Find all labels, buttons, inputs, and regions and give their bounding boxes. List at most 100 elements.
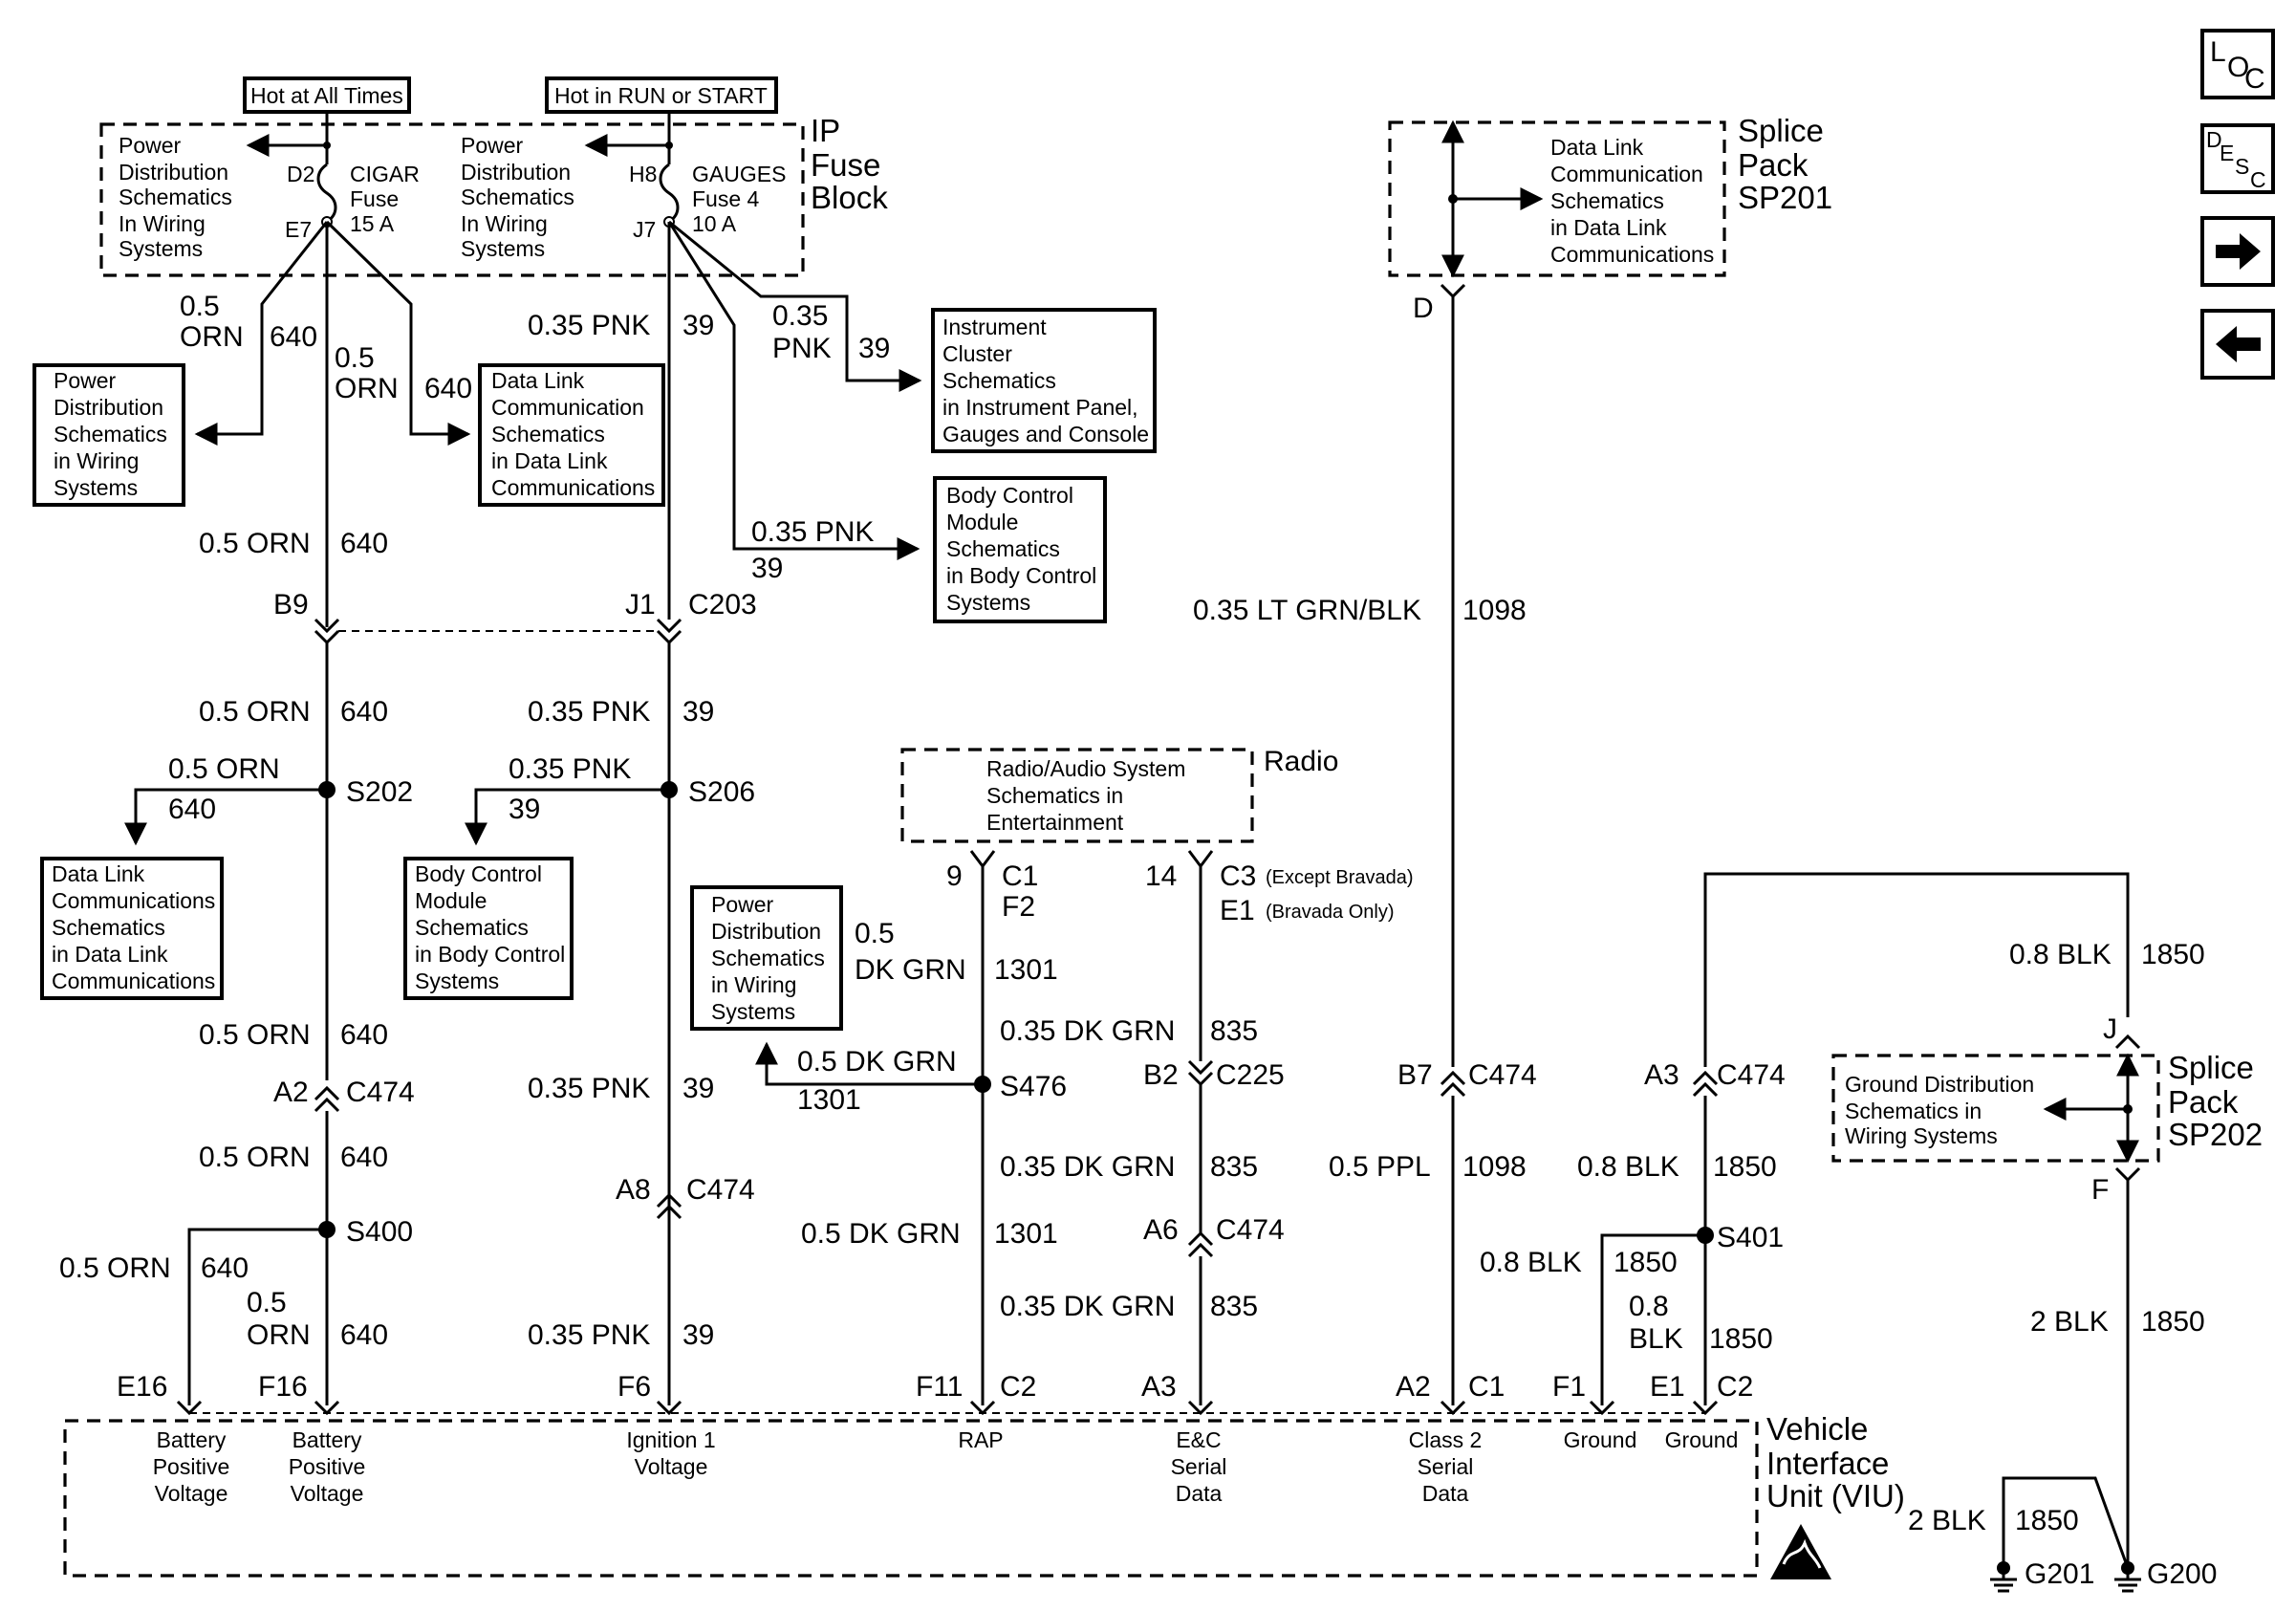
svg-text:39: 39 xyxy=(509,794,540,825)
svg-text:0.5: 0.5 xyxy=(247,1287,287,1318)
svg-text:640: 640 xyxy=(340,528,388,559)
svg-text:0.5 ORN: 0.5 ORN xyxy=(199,1019,311,1051)
svg-text:in Data Link: in Data Link xyxy=(1550,215,1667,240)
svg-text:Interface: Interface xyxy=(1766,1446,1889,1481)
connector-a8: A8 xyxy=(616,1174,651,1206)
radio-title: Radio xyxy=(1264,746,1338,777)
connector-b7: B7 xyxy=(1397,1059,1433,1091)
svg-text:E&C: E&C xyxy=(1176,1427,1221,1452)
viu-pin-f6: F6 xyxy=(617,1371,651,1403)
vehicle-interface-unit xyxy=(63,1419,1759,1578)
connector-a2: A2 xyxy=(273,1077,309,1108)
data-link-reference-box[interactable] xyxy=(478,363,665,507)
svg-text:BLK: BLK xyxy=(1629,1323,1683,1355)
svg-text:0.5: 0.5 xyxy=(180,291,220,322)
wire-1850-loop xyxy=(1703,872,2130,1067)
svg-text:Voltage: Voltage xyxy=(635,1454,708,1479)
svg-text:0.5 DK GRN: 0.5 DK GRN xyxy=(797,1046,957,1078)
svg-text:H8: H8 xyxy=(629,162,657,186)
svg-text:0.35 DK GRN: 0.35 DK GRN xyxy=(1000,1291,1175,1322)
hot-in-run-start-label: Hot in RUN or START xyxy=(554,83,768,108)
svg-text:640: 640 xyxy=(168,794,216,825)
svg-text:Schematics: Schematics xyxy=(942,368,1056,393)
instrument-cluster-reference-box[interactable] xyxy=(931,308,1157,453)
svg-text:640: 640 xyxy=(340,1319,388,1351)
svg-text:ORN: ORN xyxy=(247,1319,311,1351)
svg-text:Vehicle: Vehicle xyxy=(1766,1411,1868,1447)
svg-text:39: 39 xyxy=(682,696,714,728)
svg-text:S400: S400 xyxy=(346,1216,413,1248)
svg-text:1301: 1301 xyxy=(994,954,1058,986)
svg-text:Communications: Communications xyxy=(52,888,215,913)
svg-text:Schematics: Schematics xyxy=(461,185,574,209)
data-link-s202-reference-box[interactable] xyxy=(40,857,224,1000)
svg-text:Ignition 1: Ignition 1 xyxy=(626,1427,715,1452)
svg-text:0.35 PNK: 0.35 PNK xyxy=(528,1073,650,1104)
svg-text:Wiring Systems: Wiring Systems xyxy=(1845,1123,1998,1148)
svg-text:in Data Link: in Data Link xyxy=(491,448,608,473)
svg-text:Communications: Communications xyxy=(491,475,655,500)
svg-text:F2: F2 xyxy=(1002,891,1035,923)
svg-text:0.5: 0.5 xyxy=(335,342,375,374)
loc-icon[interactable]: L O C xyxy=(2200,29,2275,99)
svg-text:C3: C3 xyxy=(1220,860,1256,892)
svg-text:L: L xyxy=(2210,36,2226,68)
svg-text:2 BLK: 2 BLK xyxy=(2030,1306,2109,1338)
svg-text:0.35 DK GRN: 0.35 DK GRN xyxy=(1000,1015,1175,1047)
connector-c474-a8: C474 xyxy=(686,1174,755,1206)
svg-text:1098: 1098 xyxy=(1462,595,1527,626)
svg-text:Schematics: Schematics xyxy=(52,915,165,940)
svg-text:0.5 ORN: 0.5 ORN xyxy=(199,696,311,728)
svg-text:14: 14 xyxy=(1145,860,1177,892)
viu-pin-a2: A2 xyxy=(1396,1371,1431,1403)
svg-text:1850: 1850 xyxy=(2015,1505,2079,1536)
svg-text:Pack: Pack xyxy=(2168,1084,2239,1120)
svg-text:Unit (VIU): Unit (VIU) xyxy=(1766,1478,1905,1513)
svg-text:Systems: Systems xyxy=(415,969,499,993)
viu-pin-f16: F16 xyxy=(258,1371,308,1403)
svg-text:Data Link: Data Link xyxy=(52,861,145,886)
prev-page-arrow-icon[interactable] xyxy=(2200,309,2275,380)
ip-fuse-block-title: IP Fuse Block xyxy=(811,113,888,215)
svg-text:In Wiring: In Wiring xyxy=(461,211,548,236)
svg-text:0.35 PNK: 0.35 PNK xyxy=(528,310,650,341)
body-control-module-s206-reference-box[interactable] xyxy=(403,857,574,1000)
svg-text:Distribution: Distribution xyxy=(711,919,821,944)
svg-text:39: 39 xyxy=(682,310,714,341)
svg-text:835: 835 xyxy=(1210,1151,1258,1183)
next-page-arrow-icon[interactable] xyxy=(2200,216,2275,287)
connector-d: D xyxy=(1413,293,1434,324)
svg-text:Schematics in: Schematics in xyxy=(1845,1099,1982,1123)
svg-text:1850: 1850 xyxy=(1713,1151,1777,1183)
connector-a3: A3 xyxy=(1644,1059,1679,1091)
viu-pin-a3: A3 xyxy=(1141,1371,1177,1403)
viu-pin-e1: E1 xyxy=(1650,1371,1685,1403)
svg-text:640: 640 xyxy=(340,696,388,728)
svg-text:Systems: Systems xyxy=(461,236,545,261)
svg-text:C: C xyxy=(2250,167,2266,192)
svg-text:0.35 PNK: 0.35 PNK xyxy=(509,753,631,785)
svg-text:0.35 LT GRN/BLK: 0.35 LT GRN/BLK xyxy=(1193,595,1421,626)
svg-text:1098: 1098 xyxy=(1462,1151,1527,1183)
svg-text:Distribution: Distribution xyxy=(461,160,571,185)
svg-text:Module: Module xyxy=(946,510,1018,534)
svg-text:SP201: SP201 xyxy=(1738,180,1832,215)
svg-text:(Except Bravada): (Except Bravada) xyxy=(1266,867,1414,888)
svg-text:640: 640 xyxy=(270,321,317,353)
svg-text:Body Control: Body Control xyxy=(415,861,542,886)
body-control-module-reference-box[interactable] xyxy=(933,476,1107,623)
svg-text:S: S xyxy=(2235,154,2249,179)
svg-text:Systems: Systems xyxy=(119,236,203,261)
svg-text:0.5 ORN: 0.5 ORN xyxy=(199,1142,311,1173)
viu-pin-f1: F1 xyxy=(1552,1371,1586,1403)
svg-text:0.5 ORN: 0.5 ORN xyxy=(199,528,311,559)
svg-text:Systems: Systems xyxy=(54,475,138,500)
power-distribution-reference-box[interactable] xyxy=(32,363,185,507)
svg-text:Distribution: Distribution xyxy=(119,160,228,185)
svg-text:In Wiring: In Wiring xyxy=(119,211,206,236)
power-distribution-s476-reference-box[interactable] xyxy=(690,885,843,1031)
svg-text:Fuse 4: Fuse 4 xyxy=(692,186,760,211)
cigar-fuse-icon xyxy=(316,163,337,224)
desc-icon[interactable]: D E S C xyxy=(2200,123,2275,194)
